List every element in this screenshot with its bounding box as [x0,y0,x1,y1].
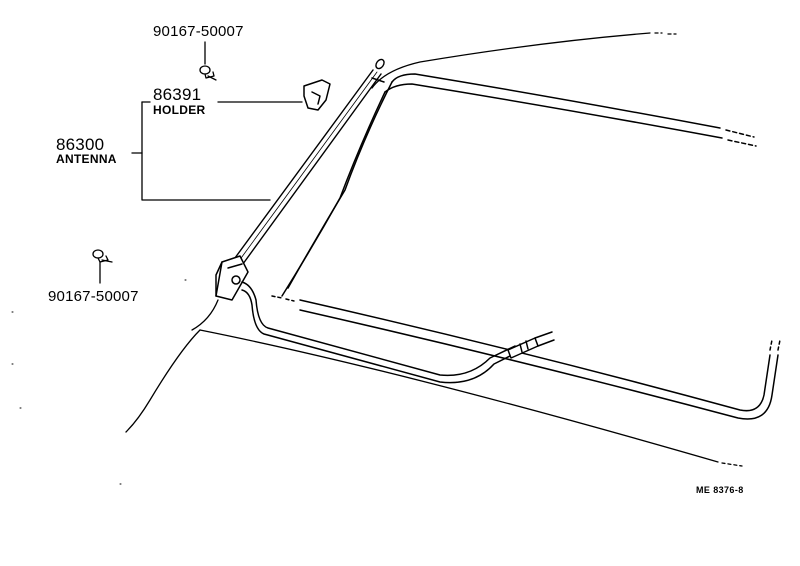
holder-clip-shape [303,79,331,111]
antenna-cable [241,281,555,384]
bolt-bottom-part-number: 90167-50007 [48,288,139,305]
windshield-frame [281,73,757,297]
antenna-part-name: ANTENNA [56,152,117,166]
antenna-part-number: 86300 [56,135,105,154]
bolt-top-part-number: 90167-50007 [153,23,244,40]
bolt-bottom-shape [92,249,113,263]
antenna-base [215,255,249,301]
leader-lines [99,41,303,284]
holder-part-number: 86391 [153,85,202,104]
reference-code: ME 8376-8 [696,485,744,495]
roof-edge [371,32,677,89]
bolt-top-shape [199,65,217,81]
pillar-line [191,299,219,331]
windshield-bottom-frame [271,295,781,420]
holder-part-name: HOLDER [153,103,206,117]
background-specks [11,279,187,485]
hood-edge [125,329,743,467]
antenna-mast [231,58,385,269]
